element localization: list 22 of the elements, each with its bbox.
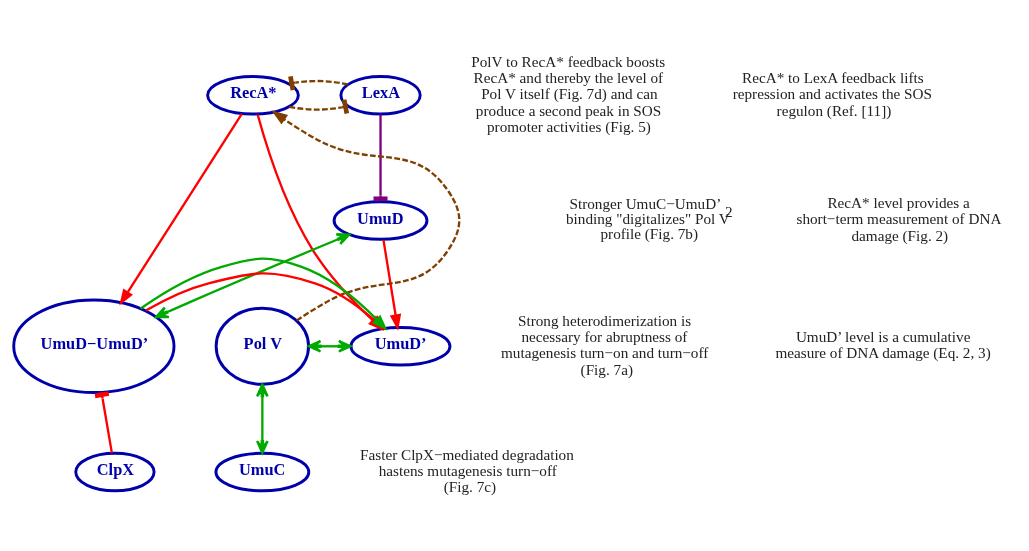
- node-ellipse: ClpX: [74, 451, 156, 493]
- arrow: [255, 383, 269, 454]
- label: UmuD’ level is a cumulative measure of DNA damage (Eq. 2, 3): [775, 328, 991, 362]
- label: Strong heterodimerization is necessary for abruptness of mutagenesis turn−on and turn−off (Fig. 7a): [501, 311, 709, 378]
- node-ellipse: UmuD−UmuD’: [12, 298, 176, 394]
- connector: [288, 75, 348, 91]
- connector: [373, 114, 388, 202]
- node-ellipse: UmuD: [332, 200, 429, 241]
- label: PolV to RecA* feedback boosts RecA* and thereby the level of Pol V itself (Fig. 7d) and can produce a second peak in SOS promoter activities (Fig. 5): [471, 52, 666, 136]
- label: RecA* to LexA feedback lifts repression and activates the SOS regulon (Ref. [11]): [732, 68, 933, 119]
- arrow: [382, 239, 402, 331]
- arrow: [307, 339, 352, 353]
- label: RecA* level provides a short−term measurement of DNA damage (Fig. 2): [796, 194, 1002, 244]
- node-ellipse: Pol V: [214, 306, 311, 386]
- label: Faster ClpX−mediated degradation hastens mutagenesis turn−off (Fig. 7c): [360, 445, 574, 496]
- connector: [289, 99, 350, 114]
- arrow: [271, 110, 461, 322]
- arrow: [119, 113, 243, 306]
- node-ellipse: UmuC: [214, 451, 311, 493]
- connector: [94, 391, 113, 454]
- node-ellipse: UmuD’: [349, 326, 452, 367]
- arrow: [154, 233, 351, 319]
